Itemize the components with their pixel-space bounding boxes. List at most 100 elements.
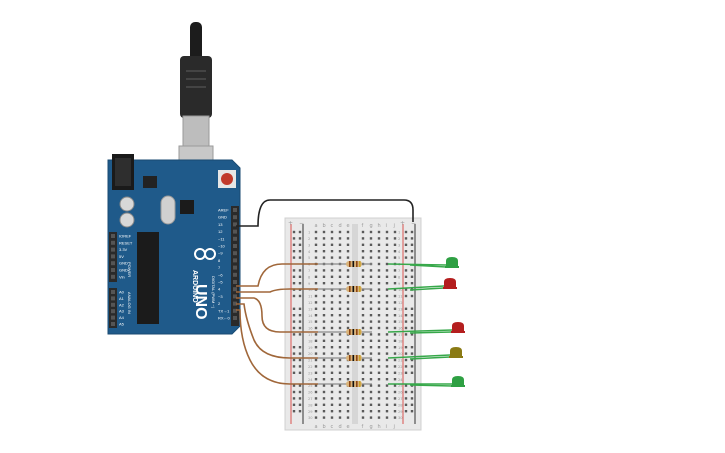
breadboard-hole[interactable]: [377, 403, 381, 406]
breadboard-hole[interactable]: [322, 320, 326, 323]
breadboard-hole[interactable]: [330, 256, 334, 259]
breadboard-hole[interactable]: [361, 275, 365, 278]
breadboard-hole[interactable]: [314, 269, 318, 272]
rail-hole[interactable]: [404, 403, 408, 406]
rail-hole[interactable]: [292, 230, 296, 234]
rail-hole[interactable]: [404, 346, 408, 349]
breadboard-hole[interactable]: [361, 390, 365, 394]
breadboard-hole[interactable]: [377, 230, 381, 234]
breadboard-hole[interactable]: [385, 333, 389, 336]
breadboard-hole[interactable]: [338, 326, 342, 330]
breadboard-hole[interactable]: [346, 397, 350, 400]
rail-hole[interactable]: [410, 352, 414, 355]
breadboard-hole[interactable]: [338, 307, 342, 310]
breadboard-hole[interactable]: [314, 378, 318, 381]
breadboard-hole[interactable]: [346, 339, 350, 342]
rail-hole[interactable]: [404, 307, 408, 310]
breadboard-hole[interactable]: [385, 326, 389, 330]
breadboard-hole[interactable]: [369, 403, 373, 406]
rail-hole[interactable]: [292, 397, 296, 400]
breadboard-hole[interactable]: [338, 269, 342, 272]
breadboard-hole[interactable]: [346, 282, 350, 285]
breadboard-hole[interactable]: [338, 365, 342, 368]
resistor[interactable]: [318, 286, 372, 292]
breadboard-hole[interactable]: [338, 250, 342, 253]
breadboard-hole[interactable]: [330, 410, 334, 413]
breadboard-hole[interactable]: [314, 275, 318, 278]
breadboard-hole[interactable]: [338, 378, 342, 381]
breadboard-hole[interactable]: [393, 288, 397, 291]
breadboard-hole[interactable]: [338, 358, 342, 362]
breadboard-hole[interactable]: [322, 358, 326, 362]
rail-hole[interactable]: [292, 237, 296, 240]
breadboard-hole[interactable]: [369, 365, 373, 368]
rail-hole[interactable]: [404, 326, 408, 330]
breadboard-hole[interactable]: [322, 410, 326, 413]
breadboard-hole[interactable]: [393, 243, 397, 246]
breadboard-hole[interactable]: [361, 346, 365, 349]
breadboard-hole[interactable]: [377, 314, 381, 317]
header-pin[interactable]: [111, 254, 115, 259]
rail-hole[interactable]: [292, 346, 296, 349]
breadboard-hole[interactable]: [385, 301, 389, 304]
breadboard-hole[interactable]: [314, 339, 318, 342]
breadboard-hole[interactable]: [361, 403, 365, 406]
wires[interactable]: [236, 199, 414, 385]
breadboard-hole[interactable]: [314, 416, 318, 419]
breadboard-hole[interactable]: [330, 243, 334, 246]
arduino-uno-board[interactable]: ARDUINO UNO AREFGND1312~11~10~987~6~54~3…: [107, 154, 241, 335]
header-pin[interactable]: [111, 261, 115, 266]
breadboard-hole[interactable]: [314, 403, 318, 406]
breadboard-hole[interactable]: [346, 346, 350, 349]
rail-hole[interactable]: [404, 294, 408, 298]
header-pin[interactable]: [233, 244, 237, 248]
rail-hole[interactable]: [292, 410, 296, 413]
breadboard-hole[interactable]: [346, 314, 350, 317]
header-pin[interactable]: [111, 290, 115, 294]
rail-hole[interactable]: [410, 333, 414, 336]
breadboard-hole[interactable]: [361, 333, 365, 336]
breadboard-hole[interactable]: [330, 352, 334, 355]
breadboard-hole[interactable]: [369, 371, 373, 374]
breadboard-hole[interactable]: [393, 416, 397, 419]
leds[interactable]: [387, 257, 465, 387]
breadboard-hole[interactable]: [377, 269, 381, 272]
breadboard-hole[interactable]: [385, 410, 389, 413]
breadboard-hole[interactable]: [377, 256, 381, 259]
breadboard-hole[interactable]: [314, 314, 318, 317]
breadboard-hole[interactable]: [338, 320, 342, 323]
rail-hole[interactable]: [410, 230, 414, 234]
rail-hole[interactable]: [410, 282, 414, 285]
breadboard-hole[interactable]: [338, 371, 342, 374]
breadboard-hole[interactable]: [330, 403, 334, 406]
rail-hole[interactable]: [292, 314, 296, 317]
rail-hole[interactable]: [410, 403, 414, 406]
header-pin[interactable]: [233, 236, 237, 241]
power-header-pins[interactable]: [111, 234, 115, 279]
breadboard-hole[interactable]: [346, 390, 350, 394]
breadboard-hole[interactable]: [314, 384, 318, 387]
breadboard-hole[interactable]: [314, 397, 318, 400]
breadboard-hole[interactable]: [361, 282, 365, 285]
breadboard-hole[interactable]: [385, 397, 389, 400]
breadboard-hole[interactable]: [369, 282, 373, 285]
breadboard-hole[interactable]: [385, 237, 389, 240]
breadboard-hole[interactable]: [385, 230, 389, 234]
breadboard-hole[interactable]: [393, 390, 397, 394]
breadboard-hole[interactable]: [369, 320, 373, 323]
rail-hole[interactable]: [298, 307, 302, 310]
breadboard-hole[interactable]: [346, 326, 350, 330]
breadboard-hole[interactable]: [330, 282, 334, 285]
breadboard-hole[interactable]: [322, 346, 326, 349]
rail-hole[interactable]: [298, 371, 302, 374]
signal-wire-1[interactable]: [236, 263, 318, 287]
resistor[interactable]: [318, 355, 372, 361]
led[interactable]: [387, 278, 457, 291]
header-pin[interactable]: [233, 287, 237, 292]
breadboard-hole[interactable]: [346, 320, 350, 323]
breadboard-hole[interactable]: [393, 250, 397, 253]
breadboard-hole[interactable]: [314, 282, 318, 285]
header-pin[interactable]: [233, 301, 237, 306]
